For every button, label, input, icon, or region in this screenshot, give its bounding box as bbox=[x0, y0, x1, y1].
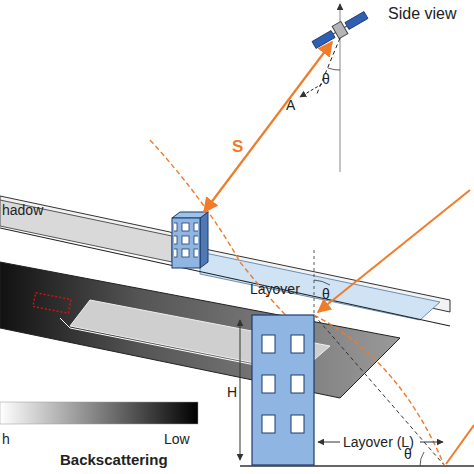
layover-dim-left bbox=[318, 442, 340, 443]
shadow-label: hadow bbox=[2, 203, 43, 217]
sar-image bbox=[0, 262, 400, 398]
shadow-area bbox=[0, 200, 172, 262]
layover-label: Layover bbox=[250, 282, 300, 296]
range-circle bbox=[314, 315, 444, 465]
slant-range-label: S bbox=[232, 138, 243, 155]
projection-line bbox=[314, 315, 444, 465]
building-side bbox=[200, 212, 208, 268]
incident-ray bbox=[318, 190, 470, 312]
backscatter-scale bbox=[0, 402, 198, 424]
range-wavefront bbox=[150, 140, 300, 330]
view-title: Side view bbox=[388, 6, 456, 22]
angle-symbol: θ bbox=[322, 287, 330, 301]
vertical-reference bbox=[314, 250, 315, 314]
slant-range bbox=[204, 42, 332, 212]
building-roof bbox=[172, 212, 208, 218]
layover-label: Layover bbox=[31, 362, 82, 394]
scale-end-label: h bbox=[2, 432, 10, 446]
angle-symbol: θ bbox=[322, 72, 330, 86]
side-windows bbox=[262, 335, 304, 433]
angle-arc-ground bbox=[420, 452, 424, 466]
scale-end-label: Low bbox=[164, 432, 190, 446]
angle-symbol: θ bbox=[404, 447, 412, 461]
height-arrow bbox=[240, 320, 241, 460]
height-label: H bbox=[226, 384, 238, 400]
angle-arc bbox=[328, 68, 340, 70]
building-footprint bbox=[33, 293, 71, 314]
dimension-label: Layover (L) bbox=[343, 435, 414, 449]
scale-title: Backscattering bbox=[60, 452, 168, 467]
azimuth-arrow bbox=[300, 84, 322, 97]
layover-dim-right bbox=[420, 442, 443, 443]
building-side-view bbox=[252, 315, 314, 465]
angle-arc-top bbox=[314, 280, 330, 285]
building-windows bbox=[174, 222, 198, 261]
incident-ray-ground bbox=[446, 425, 474, 464]
azimuth-label: A bbox=[286, 98, 295, 112]
satellite bbox=[311, 9, 370, 51]
building-3d bbox=[172, 218, 200, 268]
